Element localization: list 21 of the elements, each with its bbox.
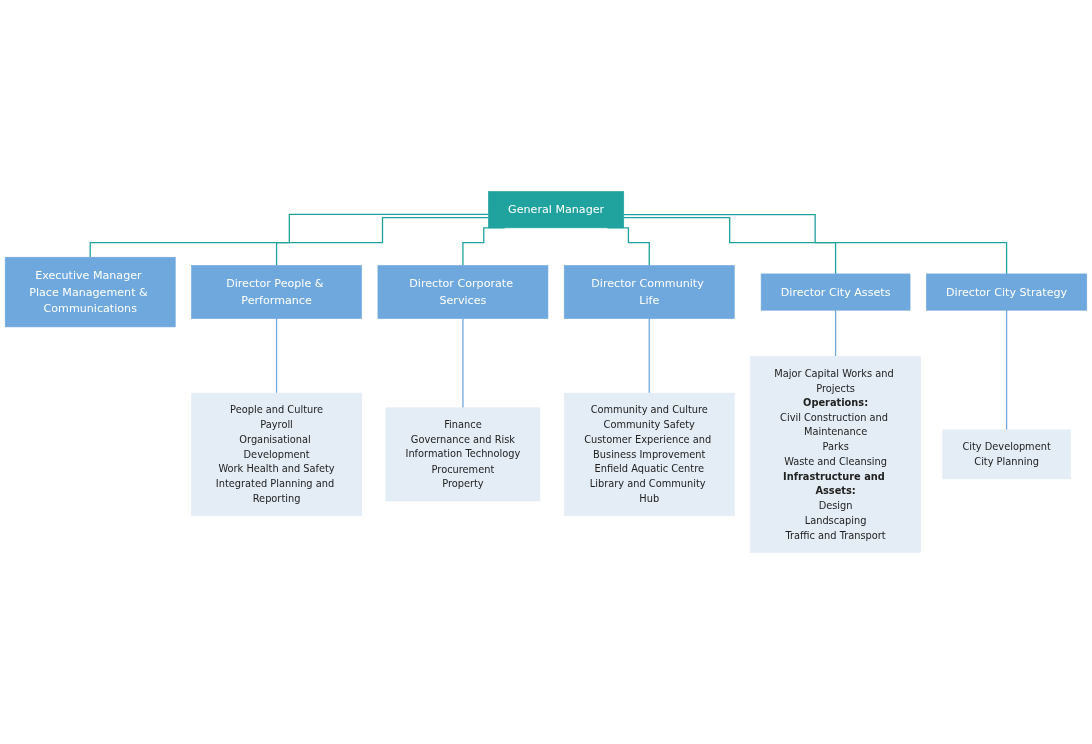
node-box: City Development City Planning [942, 429, 1071, 480]
node-box: Director Community Life [563, 265, 735, 319]
connector [275, 217, 490, 267]
connector [1005, 309, 1008, 431]
node-box: Director City Strategy [926, 273, 1088, 311]
connector [834, 309, 837, 357]
node-box: Executive Manager Place Management & Communications [4, 256, 176, 328]
node-box: Finance Governance and Risk Information Technology Procurement Property [385, 407, 541, 502]
node-box: General Manager [488, 191, 625, 229]
connector [275, 317, 278, 394]
connector [89, 213, 490, 258]
node-box: Major Capital Works and Projects Operations: Civil Construction and Maintenance Parks Waste and Cleansing Infrastructure and Assets: Design Landscaping Traffic and Transport [750, 356, 921, 553]
connector [462, 317, 464, 409]
node-box: Director Corporate Services [377, 265, 549, 319]
node-box: Director City Assets [760, 273, 911, 311]
node-box: Community and Culture Community Safety Customer Experience and Business Improvement Enfield Aquatic Centre Library and Community Hub [563, 392, 735, 516]
node-box: People and Culture Payroll Organisational Development Work Health and Safety Integrated Planning and Reporting [191, 392, 362, 516]
connector [648, 317, 650, 394]
node-box: Director People & Performance [191, 265, 362, 319]
connector [623, 213, 1008, 275]
connector [623, 217, 837, 275]
